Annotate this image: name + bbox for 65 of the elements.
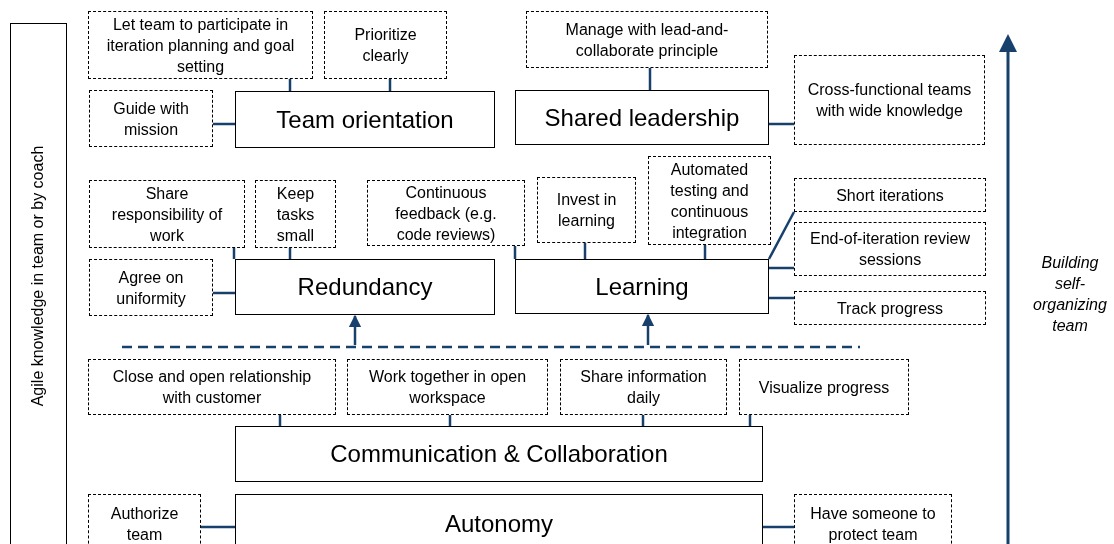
box-label: End-of-iteration review sessions (808, 229, 972, 270)
box-label: Cross-functional teams with wide knowledge (807, 80, 972, 121)
arrow (348, 314, 362, 345)
box-label: Keep tasks small (275, 183, 316, 246)
factor-box (515, 90, 769, 145)
practice-box (324, 11, 447, 79)
practice-box (526, 11, 768, 68)
box-label: Visualize progress (758, 377, 890, 398)
connector-line (769, 122, 794, 126)
box-label: Work together in open workspace (367, 367, 528, 408)
factor-box (235, 426, 763, 482)
box-label: Agree on uniformity (115, 267, 187, 309)
practice-box (794, 178, 986, 212)
practice-box (255, 180, 336, 248)
practice-box (88, 494, 201, 544)
connector-line (648, 68, 652, 90)
practice-box (88, 11, 313, 79)
box-label: Continuous feedback (e.g. code reviews) (394, 182, 498, 245)
practice-box (367, 180, 525, 246)
side-bar (10, 23, 67, 544)
box-label: Have someone to protect team (809, 504, 937, 544)
practice-box (794, 55, 985, 145)
box-label: Automated testing and continuous integration (669, 159, 750, 243)
practice-box (648, 156, 771, 245)
factor-box (515, 259, 769, 314)
connector-line (201, 525, 235, 529)
box-label: Shared leadership (544, 103, 740, 132)
box-label: Authorize team (109, 504, 180, 544)
practice-box (89, 180, 245, 248)
box-label: Guide with mission (112, 98, 190, 140)
factor-box (235, 494, 763, 544)
practice-box (560, 359, 727, 415)
vertical-label: Agile knowledge in team or by coach (28, 145, 48, 407)
box-label: Autonomy (444, 510, 554, 538)
box-label: Prioritize clearly (353, 25, 418, 66)
box-label: Close and open relationship with customer (111, 367, 313, 408)
axis-caption: Building self-organizing team (1032, 253, 1108, 336)
practice-box (88, 359, 336, 415)
practice-box (537, 177, 636, 243)
connector-line (769, 296, 794, 300)
box-label: Redundancy (297, 273, 433, 301)
arrow (641, 313, 655, 345)
practice-box (794, 494, 952, 544)
box-label: Learning (595, 272, 689, 301)
box-label: Team orientation (276, 105, 454, 134)
practice-box (794, 222, 986, 276)
box-label: Let team to participate in iteration planning and goal setting (105, 14, 296, 77)
connector-line (763, 525, 794, 529)
connector-line (213, 291, 235, 295)
factor-box (235, 259, 495, 315)
practice-box (89, 90, 213, 147)
box-label: Share information daily (579, 367, 708, 408)
practice-box (739, 359, 909, 415)
connector-line (213, 122, 235, 126)
practice-box (794, 291, 986, 325)
box-label: Invest in learning (555, 190, 618, 231)
factor-box (235, 91, 495, 148)
connector-line (769, 266, 794, 270)
practice-box (347, 359, 548, 415)
practice-box (89, 259, 213, 316)
box-label: Short iterations (836, 185, 944, 206)
box-label: Manage with lead-and-collaborate principle (564, 19, 730, 61)
box-label: Communication & Collaboration (330, 440, 668, 468)
box-label: Track progress (836, 298, 944, 319)
box-label: Share responsibility of work (110, 183, 224, 246)
